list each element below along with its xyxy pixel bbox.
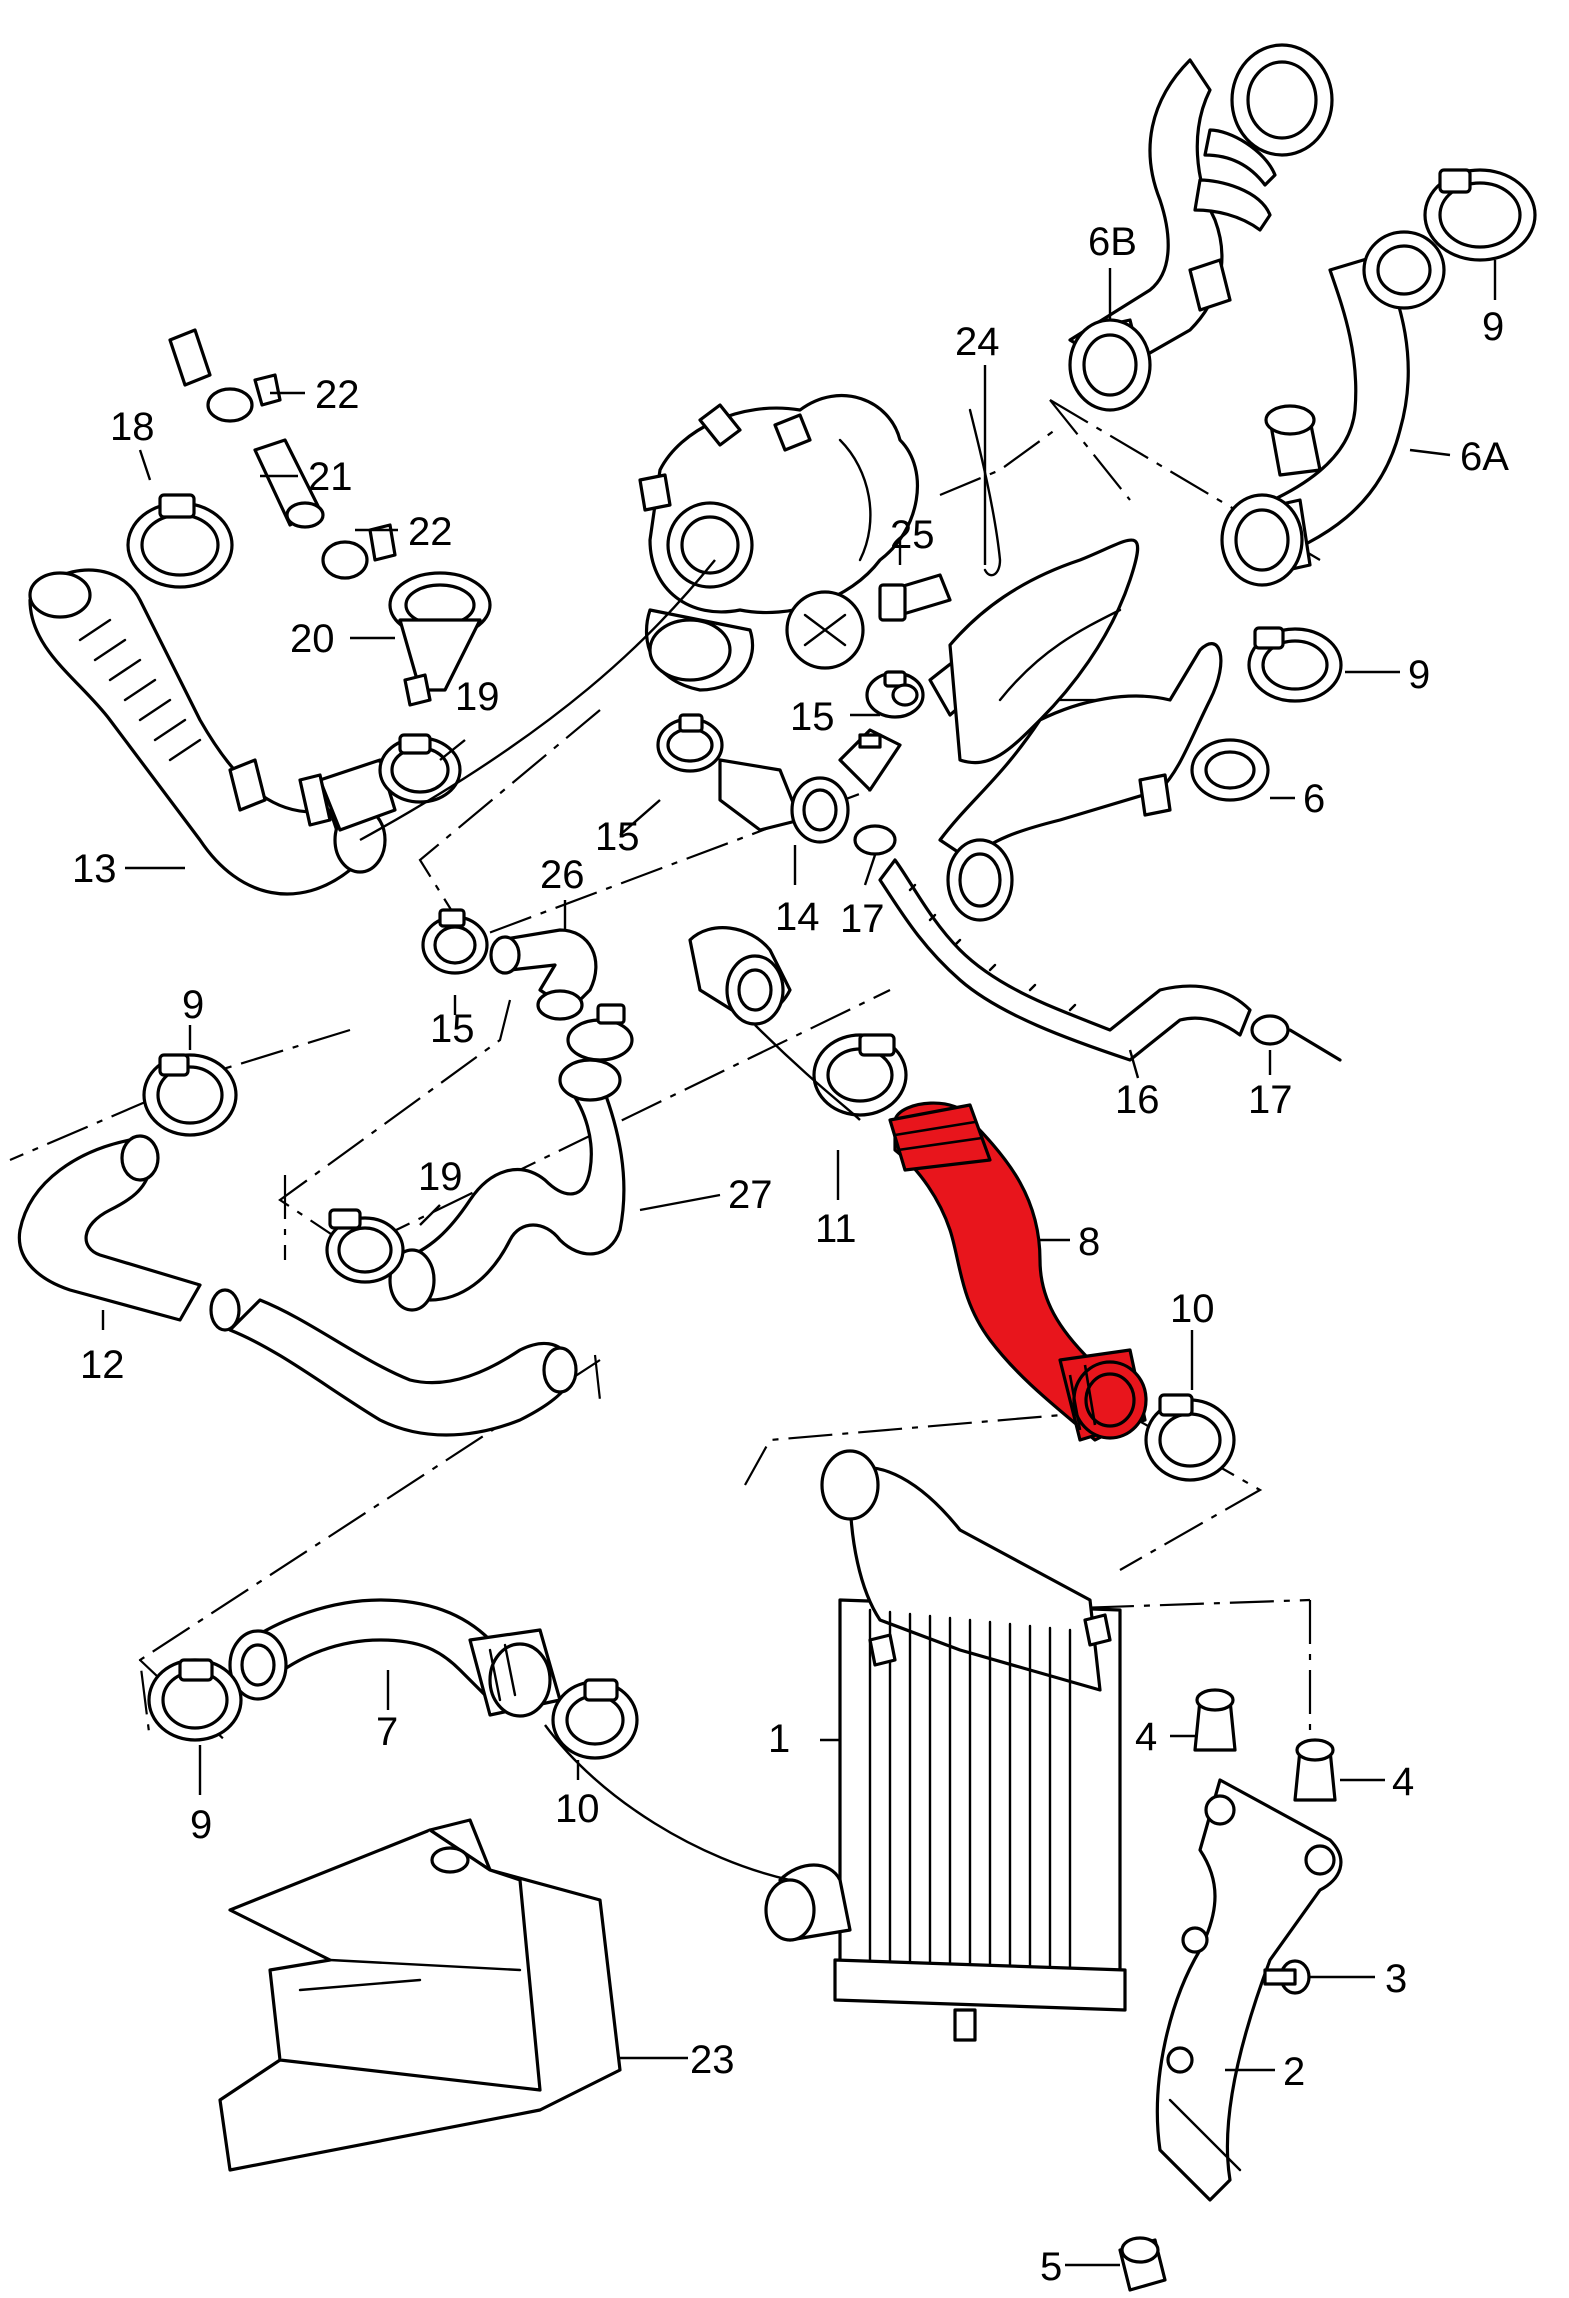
air-duct-23	[218, 1818, 622, 2172]
callout-18: 18	[110, 405, 155, 449]
callout-6a: 6A	[1460, 435, 1509, 479]
callout-14: 14	[775, 895, 820, 939]
bolt-5	[1118, 2236, 1167, 2292]
callout-9: 9	[182, 983, 204, 1027]
clip-22-lower	[321, 523, 397, 580]
cap-20	[388, 571, 492, 707]
callout-17: 17	[840, 897, 885, 941]
rubber-mount-4-left	[1193, 1688, 1237, 1752]
clamp-15-left	[421, 908, 489, 975]
callout-22: 22	[315, 373, 360, 417]
callout-4: 4	[1392, 1760, 1414, 1804]
callout-13: 13	[72, 847, 117, 891]
cap-part-22-top	[168, 328, 282, 423]
hose-12	[17, 1134, 578, 1437]
callout-23: 23	[690, 2038, 735, 2082]
clamp-18	[126, 493, 234, 589]
callout-4: 4	[1135, 1715, 1157, 1759]
callout-15: 15	[430, 1007, 475, 1051]
callout-19: 19	[418, 1155, 463, 1199]
valve-21	[253, 438, 325, 529]
clamp-15-right	[891, 683, 919, 707]
hose-27	[388, 1058, 626, 1312]
callout-1: 1	[768, 1717, 790, 1761]
pipe-6a	[1220, 230, 1446, 587]
callout-6: 6	[1303, 777, 1325, 821]
leader-lines	[101, 260, 1497, 2267]
callout-3: 3	[1385, 1957, 1407, 2001]
clamp-10-upper	[1144, 1393, 1236, 1482]
callout-8: 8	[1078, 1220, 1100, 1264]
bracket-2	[1155, 1778, 1343, 2202]
callout-22: 22	[408, 510, 453, 554]
bracket-24	[968, 408, 1002, 577]
pipe-connector-11-upper	[688, 926, 792, 1026]
callout-12: 12	[80, 1343, 125, 1387]
callout-20: 20	[290, 617, 335, 661]
callout-9: 9	[1408, 653, 1430, 697]
callout-7: 7	[376, 1710, 398, 1754]
rubber-mount-4-right	[1293, 1738, 1337, 1802]
callout-5: 5	[1040, 2245, 1062, 2289]
bolt-3	[1263, 1959, 1311, 1995]
clamp-17-lower	[1250, 1014, 1342, 1062]
clamp-11	[812, 1033, 908, 1117]
callout-2: 2	[1283, 2050, 1305, 2094]
hose-13	[28, 568, 397, 896]
callout-15: 15	[595, 815, 640, 859]
callout-27: 27	[728, 1173, 773, 1217]
callout-19: 19	[455, 675, 500, 719]
clamp-19-upper	[378, 733, 462, 804]
elbow-26	[489, 928, 598, 1021]
clamp-15-lower	[566, 1003, 634, 1062]
callout-21: 21	[308, 455, 353, 499]
clamp-19-lower	[325, 1208, 405, 1284]
clamp-9-bottom	[147, 1658, 243, 1742]
callout-6b: 6B	[1088, 220, 1137, 264]
callout-11: 11	[815, 1207, 857, 1251]
clamp-15-mid	[656, 713, 724, 773]
clamp-17-upper	[853, 824, 897, 856]
valve-14	[718, 728, 902, 844]
callout-24: 24	[955, 320, 1000, 364]
callout-26: 26	[540, 853, 585, 897]
clamp-10-lower	[551, 1678, 639, 1760]
callout-labels: 24 6B 9 6A 22 21 22 18 25 20 9 15 19 6 1…	[72, 220, 1509, 2289]
hose-16	[878, 858, 1252, 1062]
callout-17: 17	[1248, 1078, 1293, 1122]
callout-15: 15	[790, 695, 835, 739]
pipe-6	[938, 538, 1270, 922]
turbocharger	[638, 394, 920, 692]
hose-7	[228, 1598, 562, 1718]
callout-9: 9	[1482, 305, 1504, 349]
callout-25: 25	[890, 513, 935, 557]
callout-16: 16	[1115, 1078, 1160, 1122]
callout-10: 10	[1170, 1287, 1215, 1331]
clamp-9-left	[142, 1053, 238, 1137]
clamp-9-right	[1247, 626, 1343, 703]
highlighted-hose-8[interactable]	[888, 1101, 1148, 1442]
intercooler-1	[764, 1449, 1127, 2042]
bolt-25	[878, 573, 952, 622]
callout-10: 10	[555, 1787, 600, 1831]
callout-9: 9	[190, 1803, 212, 1847]
clamp-9-top-right	[1423, 168, 1537, 262]
